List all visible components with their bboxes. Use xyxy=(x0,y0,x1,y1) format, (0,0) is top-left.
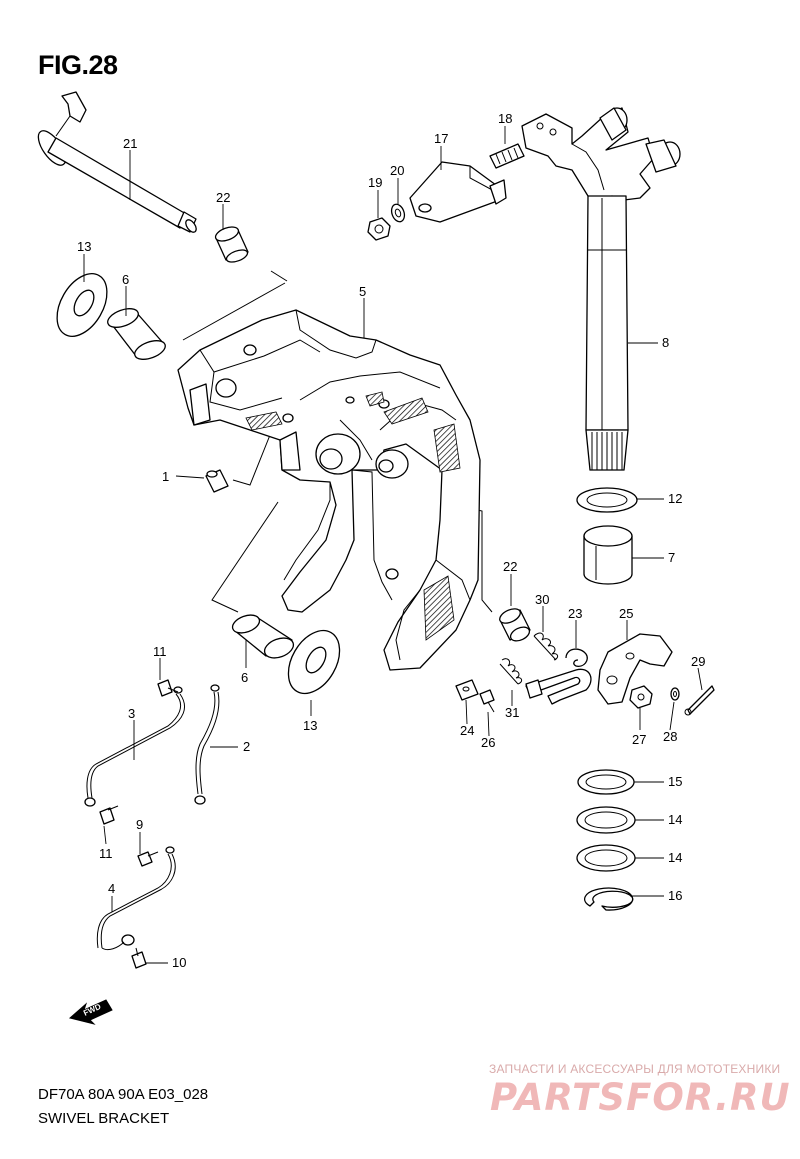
callout-10: 10 xyxy=(172,955,186,970)
callout-23: 23 xyxy=(568,606,582,621)
cotter-pin-29 xyxy=(684,685,715,716)
bushing-lower xyxy=(499,608,531,642)
callout-28: 28 xyxy=(663,729,677,744)
ground-lead-2 xyxy=(194,684,220,805)
callout-6-lower: 6 xyxy=(241,670,248,685)
spring-18 xyxy=(489,143,525,169)
callout-1: 1 xyxy=(162,469,169,484)
figure-title: FIG.28 xyxy=(38,50,118,80)
callout-8: 8 xyxy=(662,335,669,350)
callout-13-lower: 13 xyxy=(303,718,317,733)
bushing-7 xyxy=(583,525,633,585)
bushing-upper xyxy=(214,226,249,263)
callout-4: 4 xyxy=(108,881,115,896)
ground-lead-4 xyxy=(96,846,176,951)
tilt-bushing-upper xyxy=(107,308,166,360)
callout-13-upper: 13 xyxy=(77,239,91,254)
washer-14-lower xyxy=(576,844,636,872)
callout-21: 21 xyxy=(123,136,137,151)
callout-11-upper: 11 xyxy=(153,644,167,659)
callout-29: 29 xyxy=(691,654,705,669)
callout-20: 20 xyxy=(390,163,404,178)
screw-26 xyxy=(479,689,495,713)
bolt-11-lower xyxy=(99,805,119,825)
callout-7: 7 xyxy=(668,550,675,565)
forward-direction-arrow: FWD xyxy=(68,999,113,1025)
steering-bracket-shaft xyxy=(521,107,681,471)
callout-15: 15 xyxy=(668,774,682,789)
leader-lines xyxy=(83,126,703,964)
watermark-caption: ЗАПЧАСТИ И АКСЕССУАРЫ ДЛЯ МОТОТЕХНИКИ xyxy=(489,1062,781,1076)
callout-11-lower: 11 xyxy=(99,846,113,861)
callout-18: 18 xyxy=(498,111,512,126)
circlip-16 xyxy=(583,887,634,911)
swivel-bracket-body xyxy=(177,309,481,671)
callout-16: 16 xyxy=(668,888,682,903)
callout-2: 2 xyxy=(243,739,250,754)
callout-6-upper: 6 xyxy=(122,272,129,287)
nut-27 xyxy=(629,685,653,709)
lock-lever-31 xyxy=(525,668,592,705)
model-code: DF70A 80A 90A E03_028 xyxy=(38,1086,209,1103)
callout-9: 9 xyxy=(136,817,143,832)
callout-22-upper: 22 xyxy=(216,190,230,205)
bolt-9 xyxy=(137,851,159,867)
tilt-pin xyxy=(37,91,197,233)
spring-31 xyxy=(499,658,523,685)
bracket-plate xyxy=(409,161,507,223)
callout-5: 5 xyxy=(359,284,366,299)
callout-labels: 21 22 13 6 5 17 18 19 20 8 1 12 7 22 30 … xyxy=(77,111,705,970)
callout-31: 31 xyxy=(505,705,519,720)
spring-30 xyxy=(533,632,559,661)
tilt-bushing-lower xyxy=(231,614,295,659)
grease-nipple xyxy=(205,469,229,493)
washer-12 xyxy=(576,487,638,513)
tilt-lock-lever-25 xyxy=(597,633,673,705)
callout-25: 25 xyxy=(619,606,633,621)
callout-27: 27 xyxy=(632,732,646,747)
callout-22-lower: 22 xyxy=(503,559,517,574)
spring-clip-23 xyxy=(565,648,588,667)
section-name: SWIVEL BRACKET xyxy=(38,1110,170,1127)
callout-24: 24 xyxy=(460,723,474,738)
thrust-washer-upper xyxy=(56,273,108,337)
nut-19 xyxy=(367,217,391,241)
stopper-plate-24 xyxy=(455,679,479,701)
washer-28 xyxy=(670,687,680,701)
thrust-washer-lower xyxy=(287,629,341,695)
callout-19: 19 xyxy=(368,175,382,190)
bolt-11-upper xyxy=(157,679,179,697)
callout-14-upper: 14 xyxy=(668,812,682,827)
callout-30: 30 xyxy=(535,592,549,607)
ground-lead-3 xyxy=(84,686,185,807)
watermark-logo: PARTSFOR.RU xyxy=(490,1076,791,1119)
callout-26: 26 xyxy=(481,735,495,750)
washer-14-upper xyxy=(576,806,636,834)
callout-17: 17 xyxy=(434,131,448,146)
callout-14-lower: 14 xyxy=(668,850,682,865)
callout-3: 3 xyxy=(128,706,135,721)
washer-20 xyxy=(390,203,406,223)
washer-15 xyxy=(577,769,635,795)
callout-12: 12 xyxy=(668,491,682,506)
bolt-10 xyxy=(131,947,147,969)
